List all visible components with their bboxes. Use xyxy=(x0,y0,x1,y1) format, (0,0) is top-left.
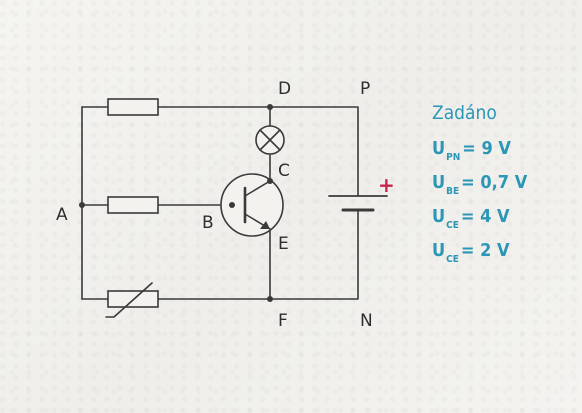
label-E: E xyxy=(278,234,289,254)
given-title: Zadáno xyxy=(432,102,497,124)
given-item-1: UBE= 0,7 V xyxy=(432,174,527,208)
label-N: N xyxy=(360,311,373,331)
resistor-middle xyxy=(107,196,159,214)
label-F: F xyxy=(278,311,288,331)
wire-bottom xyxy=(81,209,359,300)
transistor-body xyxy=(220,173,284,237)
given-item-2: UCE= 4 V xyxy=(432,208,527,242)
label-P: P xyxy=(360,79,371,99)
given-value: = 9 V xyxy=(462,138,511,159)
node-C xyxy=(267,178,273,184)
label-C: C xyxy=(278,161,290,181)
given-subscript: BE xyxy=(446,186,460,197)
given-symbol: U xyxy=(432,138,446,159)
given-value: = 4 V xyxy=(460,206,510,227)
node-B xyxy=(229,202,235,208)
given-item-0: UPN= 9 V xyxy=(432,140,527,174)
given-values-panel: Zadáno UPN= 9 V UBE= 0,7 V UCE= 4 V UCE=… xyxy=(432,102,527,276)
given-value: = 0,7 V xyxy=(461,172,528,193)
given-value: = 2 V xyxy=(460,240,510,261)
wire-top xyxy=(81,106,359,197)
lamp-cross xyxy=(259,129,281,151)
battery-plus-sign: + xyxy=(378,173,395,197)
given-symbol: U xyxy=(432,206,446,227)
given-subscript: CE xyxy=(446,254,459,265)
transistor-collector-lead xyxy=(244,180,271,197)
thermistor-slash xyxy=(105,282,153,318)
resistor-top xyxy=(107,98,159,116)
node-A xyxy=(79,202,85,208)
transistor-emitter-arrow xyxy=(260,221,270,229)
given-subscript: CE xyxy=(446,220,459,231)
given-symbol: U xyxy=(432,172,446,193)
given-item-3: UCE= 2 V xyxy=(432,242,527,276)
node-F xyxy=(267,296,273,302)
label-D: D xyxy=(278,79,292,99)
label-B: B xyxy=(202,213,214,233)
given-subscript: PN xyxy=(446,152,461,163)
label-A: A xyxy=(56,205,68,225)
given-symbol: U xyxy=(432,240,446,261)
node-D xyxy=(267,104,273,110)
